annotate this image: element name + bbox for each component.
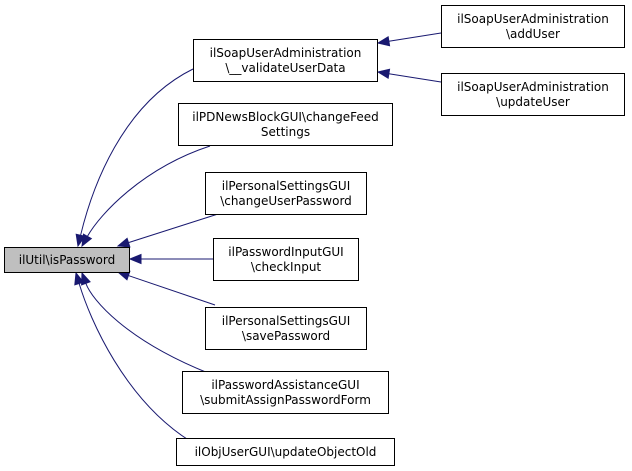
node-assign[interactable]: ilPasswordAssistanceGUI\submitAssignPass… <box>182 371 389 414</box>
arrowhead <box>81 233 93 248</box>
node-updateold[interactable]: ilObjUserGUI\updateObjectOld <box>176 438 395 466</box>
node-checkinput[interactable]: ilPasswordInputGUI\checkInput <box>213 238 359 281</box>
node-label: ilPasswordAssistanceGUI <box>211 378 359 392</box>
edge-line <box>85 283 209 374</box>
edge-line <box>128 213 219 244</box>
edge-line <box>388 32 442 42</box>
node-box <box>205 307 367 350</box>
node-label: ilPersonalSettingsGUI <box>222 314 351 328</box>
arrowhead <box>128 253 142 265</box>
node-box <box>205 172 367 215</box>
edge-line <box>78 283 191 442</box>
node-changepw[interactable]: ilPersonalSettingsGUI\changeUserPassword <box>205 172 367 215</box>
arrowhead <box>376 36 391 47</box>
node-label: \__validateUserData <box>225 61 345 75</box>
node-label: ilPasswordInputGUI <box>228 245 343 259</box>
node-box <box>193 39 378 82</box>
node-label: ilSoapUserAdministration <box>457 80 609 94</box>
node-label: ilSoapUserAdministration <box>457 12 609 26</box>
node-savepw[interactable]: ilPersonalSettingsGUI\savePassword <box>205 307 367 350</box>
edge-checkinput-to-root <box>128 253 213 265</box>
node-box <box>4 247 130 273</box>
node-label: \addUser <box>506 27 560 41</box>
arrowhead <box>116 237 131 248</box>
edge-adduser-to-validate <box>376 32 442 47</box>
edge-line <box>86 145 211 237</box>
node-label: \savePassword <box>242 329 330 343</box>
node-root[interactable]: ilUtil\isPassword <box>4 247 130 273</box>
node-label: ilSoapUserAdministration <box>210 46 362 60</box>
edge-line <box>80 68 194 236</box>
edge-savepw-to-root <box>116 270 216 306</box>
edge-updateold-to-root <box>74 271 191 442</box>
edge-line <box>128 275 216 306</box>
node-adduser[interactable]: ilSoapUserAdministration\addUser <box>441 5 625 48</box>
node-label: Settings <box>261 125 310 139</box>
edge-feed-to-root <box>81 145 211 248</box>
node-updateuser[interactable]: ilSoapUserAdministration\updateUser <box>441 73 625 116</box>
node-box <box>441 73 625 116</box>
edge-updateuser-to-validate <box>376 68 442 83</box>
node-label: ilUtil\isPassword <box>19 253 116 267</box>
node-label: ilObjUserGUI\updateObjectOld <box>195 445 377 459</box>
arrowhead <box>376 68 391 79</box>
node-label: \checkInput <box>251 260 322 274</box>
node-box <box>176 438 395 466</box>
node-box <box>178 103 393 146</box>
node-label: \updateUser <box>496 95 570 109</box>
arrowhead <box>74 271 85 286</box>
node-box <box>441 5 625 48</box>
edges-layer <box>74 32 442 442</box>
node-label: ilPDNewsBlockGUI\changeFeed <box>192 110 378 124</box>
nodes-layer: ilUtil\isPassword ilSoapUserAdministratio… <box>4 5 625 466</box>
node-label: ilPersonalSettingsGUI <box>222 179 351 193</box>
node-label: \changeUserPassword <box>220 194 352 208</box>
edge-changepw-to-root <box>116 213 219 248</box>
node-label: \submitAssignPasswordForm <box>200 393 371 407</box>
edge-line <box>388 73 442 83</box>
edge-assign-to-root <box>81 271 209 374</box>
node-box <box>182 371 389 414</box>
node-box <box>213 238 359 281</box>
arrowhead <box>81 271 91 286</box>
edge-validate-to-root <box>75 68 194 248</box>
node-validate[interactable]: ilSoapUserAdministration\__validateUserD… <box>193 39 378 82</box>
